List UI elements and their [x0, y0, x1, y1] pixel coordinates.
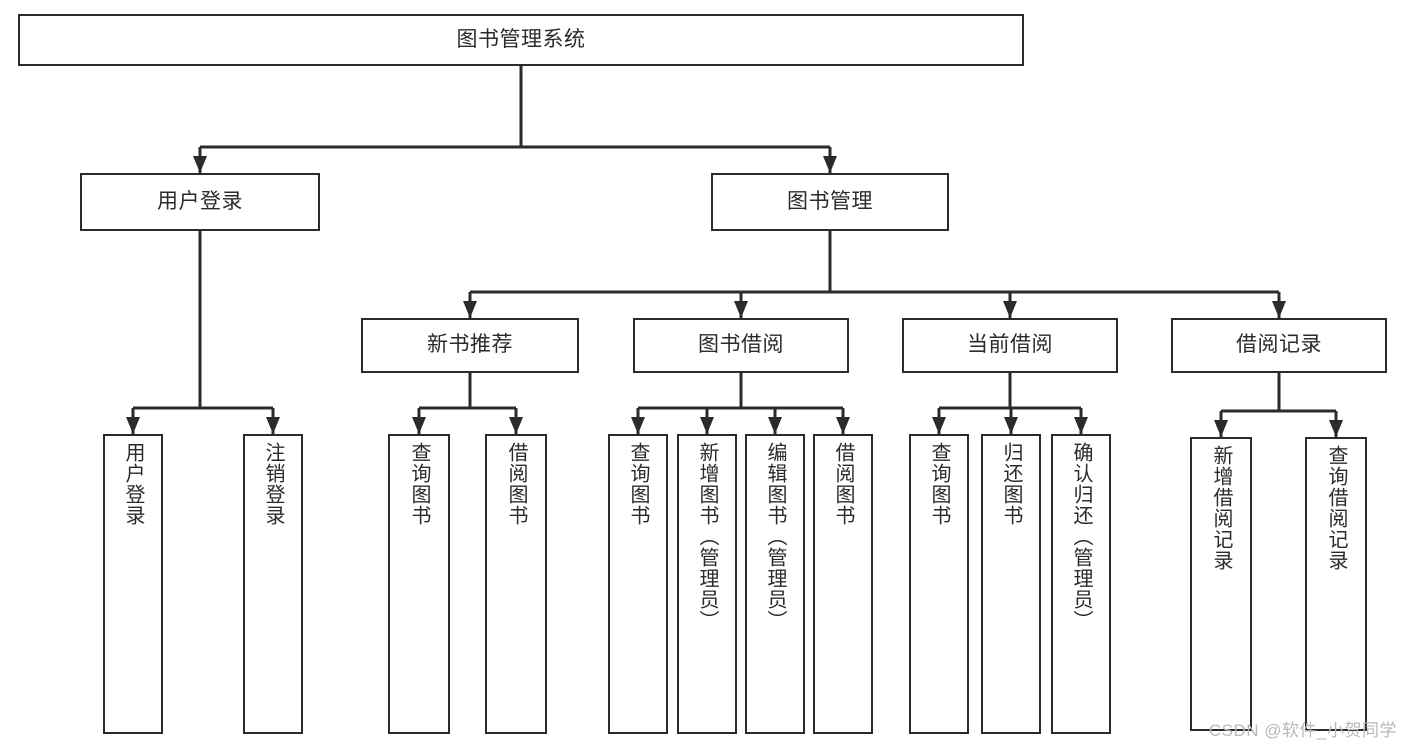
node-label: 归还图书	[1000, 442, 1022, 526]
node-label: 新增图书（管理员）	[696, 442, 718, 631]
node-label: 确认归还（管理员）	[1070, 442, 1092, 631]
node-leaf-query-record[interactable]: 查询借阅记录	[1305, 437, 1367, 731]
node-leaf-query-book-3[interactable]: 查询图书	[909, 434, 969, 734]
node-leaf-logout[interactable]: 注销登录	[243, 434, 303, 734]
node-leaf-user-login[interactable]: 用户登录	[103, 434, 163, 734]
node-current-borrow[interactable]: 当前借阅	[902, 318, 1118, 373]
node-label: 借阅图书	[505, 442, 527, 526]
node-label: 用户登录	[157, 189, 243, 213]
node-leaf-return-book[interactable]: 归还图书	[981, 434, 1041, 734]
node-leaf-query-book-1[interactable]: 查询图书	[388, 434, 450, 734]
node-label: 新书推荐	[427, 333, 513, 357]
node-label: 注销登录	[262, 442, 284, 526]
node-user-login[interactable]: 用户登录	[80, 173, 320, 231]
node-label: 查询图书	[928, 442, 950, 526]
node-label: 当前借阅	[967, 333, 1053, 357]
node-label: 用户登录	[122, 442, 144, 526]
node-leaf-edit-book[interactable]: 编辑图书（管理员）	[745, 434, 805, 734]
node-label: 图书管理系统	[456, 27, 586, 51]
node-label: 图书管理	[787, 189, 873, 213]
node-new-book-rec[interactable]: 新书推荐	[361, 318, 579, 373]
node-leaf-query-book-2[interactable]: 查询图书	[608, 434, 668, 734]
node-label: 查询借阅记录	[1325, 445, 1347, 571]
node-book-manage[interactable]: 图书管理	[711, 173, 949, 231]
node-label: 编辑图书（管理员）	[764, 442, 786, 631]
node-label: 新增借阅记录	[1210, 445, 1232, 571]
node-root[interactable]: 图书管理系统	[18, 14, 1024, 66]
node-label: 图书借阅	[698, 333, 784, 357]
node-label: 查询图书	[408, 442, 430, 526]
node-leaf-add-record[interactable]: 新增借阅记录	[1190, 437, 1252, 731]
node-borrow-record[interactable]: 借阅记录	[1171, 318, 1387, 373]
node-leaf-confirm-return[interactable]: 确认归还（管理员）	[1051, 434, 1111, 734]
node-leaf-borrow-book-1[interactable]: 借阅图书	[485, 434, 547, 734]
node-label: 查询图书	[627, 442, 649, 526]
watermark: CSDN @软件_小贺同学	[1208, 721, 1397, 740]
node-label: 借阅图书	[832, 442, 854, 526]
node-book-borrow[interactable]: 图书借阅	[633, 318, 849, 373]
node-label: 借阅记录	[1236, 333, 1322, 357]
node-leaf-borrow-book-2[interactable]: 借阅图书	[813, 434, 873, 734]
node-leaf-add-book[interactable]: 新增图书（管理员）	[677, 434, 737, 734]
